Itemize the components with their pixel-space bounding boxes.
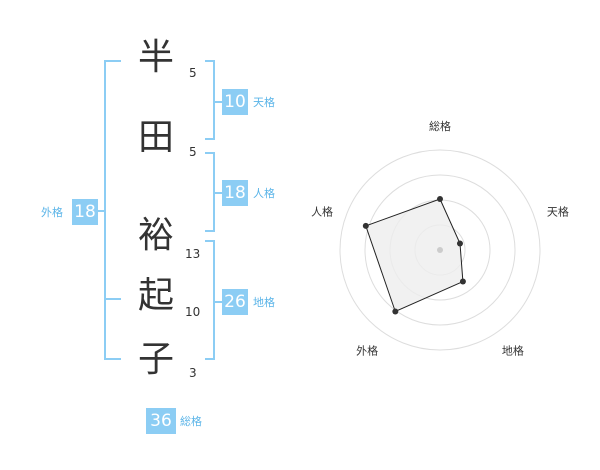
name-char-2: 田 (137, 117, 174, 158)
jinkaku-value-box: 18 (222, 180, 248, 206)
radar-ring-4 (339, 149, 541, 351)
name-char-4: 起 (137, 275, 174, 316)
gaikaku-bracket-tick (97, 210, 104, 212)
tenkaku-value-box: 10 (222, 89, 248, 115)
radar-axis-label-2: 天格 (547, 205, 569, 219)
chikaku-bracket-tick (213, 301, 222, 303)
gaikaku-bracket-vertical (104, 60, 106, 360)
stroke-count-3: 13 (185, 247, 201, 261)
radar-axis-label-3: 地格 (502, 343, 524, 357)
chikaku-bracket-top (205, 240, 215, 242)
jinkaku-bracket-top (205, 152, 215, 154)
soukaku-label: 総格 (180, 415, 202, 428)
gaikaku-bracket-bottom (104, 358, 121, 360)
name-char-1: 半 (137, 37, 174, 78)
name-char-3: 裕 (137, 215, 174, 256)
radar-point-2 (456, 240, 463, 247)
stroke-count-4: 10 (185, 305, 201, 319)
chikaku-bracket-vertical (213, 240, 215, 360)
chikaku-bracket-bottom (205, 358, 215, 360)
tenkaku-bracket-vertical (213, 60, 215, 140)
tenkaku-bracket-bottom (205, 138, 215, 140)
gaikaku-label: 外格 (41, 206, 63, 219)
gaikaku-bracket-top (104, 60, 121, 62)
tenkaku-bracket-tick (213, 101, 222, 103)
radar-axis-label-5: 人格 (311, 205, 333, 219)
jinkaku-label: 人格 (253, 187, 275, 200)
soukaku-value-box: 36 (146, 408, 176, 434)
radar-axis-label-1: 総格 (429, 119, 451, 133)
radar-ring-3 (364, 174, 516, 326)
radar-point-5 (362, 222, 369, 229)
radar-area (365, 198, 464, 313)
jinkaku-bracket-bottom (205, 230, 215, 232)
radar-axis-label-4: 外格 (356, 343, 378, 357)
chikaku-label: 地格 (253, 296, 275, 309)
radar-point-1 (437, 196, 443, 202)
gaikaku-value-box: 18 (72, 199, 98, 225)
tenkaku-label: 天格 (253, 96, 275, 109)
chikaku-value-box: 26 (222, 289, 248, 315)
name-char-5: 子 (137, 339, 174, 380)
radar-point-4 (392, 308, 399, 315)
radar-center (437, 247, 443, 253)
stroke-count-2: 5 (189, 145, 197, 159)
gaikaku-bracket-middle (104, 298, 121, 300)
tenkaku-bracket-top (205, 60, 215, 62)
stroke-count-1: 5 (189, 66, 197, 80)
jinkaku-bracket-tick (213, 192, 222, 194)
radar-point-3 (459, 278, 466, 285)
stroke-count-5: 3 (189, 366, 197, 380)
